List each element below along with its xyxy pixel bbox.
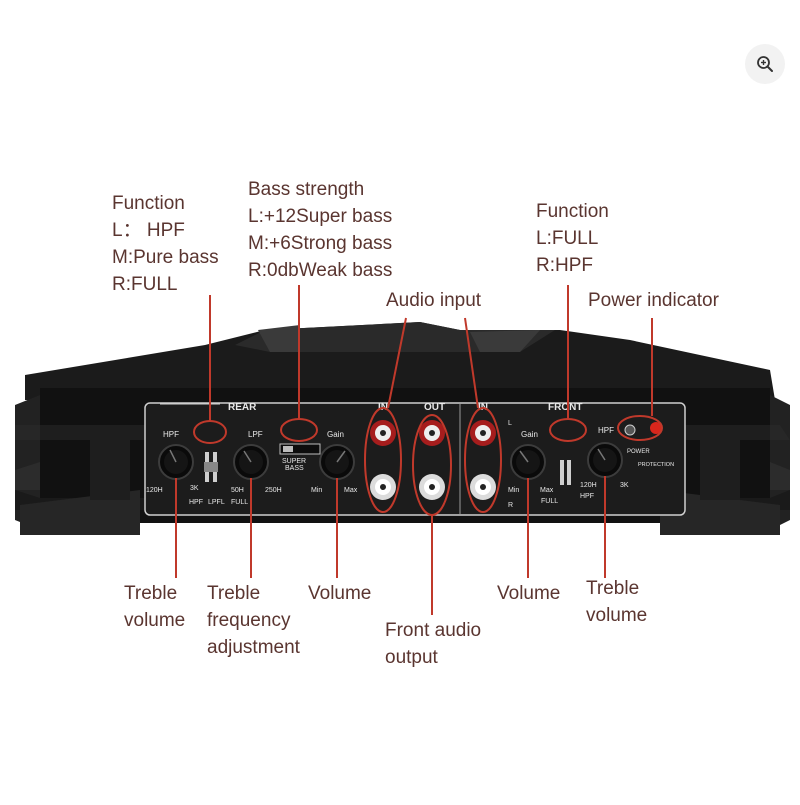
front-hpf-knob[interactable]	[587, 442, 623, 478]
treble-frequency-line3: adjustment	[207, 637, 300, 658]
super-bass-label-2: BASS	[285, 465, 304, 472]
rca-out-red[interactable]	[419, 420, 445, 446]
hz50-label: 50H	[231, 487, 244, 494]
rca-out-white[interactable]	[419, 474, 445, 500]
front-function-callout: Function L:FULL R:HPF	[536, 198, 609, 279]
zoom-in-icon	[757, 56, 773, 72]
rear-volume-callout: Volume	[308, 580, 371, 607]
front-min-label: Min	[508, 487, 519, 494]
rear-function-switch[interactable]	[204, 452, 218, 482]
rear-gain-label: Gain	[327, 430, 344, 439]
rca-in-left-red[interactable]	[370, 420, 396, 446]
front-k3-label: 3K	[620, 482, 629, 489]
power-indicator-highlight	[617, 415, 663, 441]
bass-strength-right: R:0dbWeak bass	[248, 260, 393, 281]
treble-frequency-line2: frequency	[207, 610, 291, 631]
power-indicator-title: Power indicator	[588, 290, 719, 311]
bass-strength-left: L:+12Super bass	[248, 206, 393, 227]
front-label: FRONT	[548, 402, 582, 413]
front-volume-line1: Volume	[497, 583, 561, 604]
rear-function-right: R:FULL	[112, 274, 178, 295]
rear-function-callout: Function L： HPF M:Pure bass R:FULL	[112, 190, 219, 298]
treble-frequency-callout: Treble frequency adjustment	[207, 580, 300, 661]
audio-input-callout: Audio input	[386, 287, 481, 314]
lpf-label: LPF	[248, 430, 263, 439]
super-bass-label-1: SUPER	[282, 458, 306, 465]
rear-treble-volume-line2: volume	[124, 610, 186, 631]
protection-label: PROTECTION	[638, 462, 674, 468]
front-treble-volume-callout: Treble volume	[586, 575, 647, 629]
audio-input-left-highlight	[364, 407, 402, 513]
full-label: FULL	[231, 499, 248, 506]
out-label: OUT	[424, 402, 445, 413]
lpfl-switch-label: LPFL	[208, 499, 225, 506]
bass-strength-middle: M:+6Strong bass	[248, 233, 393, 254]
front-volume-callout: Volume	[497, 580, 560, 607]
power-led	[624, 422, 662, 436]
front-gain-knob[interactable]	[510, 444, 546, 480]
front-function-title: Function	[536, 201, 609, 222]
front-audio-output-line1: Front audio	[385, 620, 482, 641]
rear-hpf-knob[interactable]	[158, 444, 194, 480]
k3-label: 3K	[190, 485, 199, 492]
front-treble-volume-line2: volume	[586, 605, 648, 626]
front-hpf-label: HPF	[598, 426, 614, 435]
rear-lpf-knob[interactable]	[233, 444, 269, 480]
hz120-label: 120H	[146, 487, 163, 494]
power-indicator-callout: Power indicator	[588, 287, 719, 314]
rear-function-title: Function	[112, 193, 185, 214]
hz250-label: 250H	[265, 487, 282, 494]
bass-strength-switch[interactable]	[279, 443, 321, 455]
front-hpf-small-label: HPF	[580, 493, 594, 500]
rear-treble-volume-line1: Treble	[124, 583, 178, 604]
hpf-switch-label: HPF	[189, 499, 203, 506]
front-function-switch[interactable]	[560, 460, 571, 485]
front-full-label: FULL	[541, 498, 558, 505]
power-label: POWER	[627, 449, 650, 455]
hpf-label: HPF	[163, 430, 179, 439]
front-audio-output-line2: output	[385, 647, 438, 668]
front-function-right: R:HPF	[536, 255, 593, 276]
rear-gain-knob[interactable]	[319, 444, 355, 480]
front-audio-output-callout: Front audio output	[385, 617, 481, 671]
rca-in-right-red[interactable]	[470, 420, 496, 446]
front-l-label: L	[508, 420, 512, 427]
front-r-label: R	[508, 502, 513, 509]
front-treble-volume-line1: Treble	[586, 578, 640, 599]
rear-min-label: Min	[311, 487, 322, 494]
audio-input-title: Audio input	[386, 290, 482, 311]
rear-treble-volume-callout: Treble volume	[124, 580, 185, 634]
front-gain-label: Gain	[521, 430, 538, 439]
rca-in-right-white[interactable]	[470, 474, 496, 500]
rear-function-middle: M:Pure bass	[112, 247, 219, 268]
bass-strength-callout: Bass strength L:+12Super bass M:+6Strong…	[248, 176, 392, 284]
front-function-left: L:FULL	[536, 228, 599, 249]
treble-frequency-line1: Treble	[207, 583, 261, 604]
front-hz120-label: 120H	[580, 482, 597, 489]
front-max-label: Max	[540, 487, 554, 494]
rca-in-left-white[interactable]	[370, 474, 396, 500]
rear-function-left: L： HPF	[112, 220, 185, 241]
rear-label: REAR	[228, 402, 257, 413]
callout-leader-lines	[175, 285, 653, 615]
rear-volume-line1: Volume	[308, 583, 372, 604]
audio-input-right-highlight	[464, 407, 502, 513]
bass-strength-title: Bass strength	[248, 179, 365, 200]
zoom-button[interactable]	[745, 44, 785, 84]
rear-max-label: Max	[344, 487, 358, 494]
